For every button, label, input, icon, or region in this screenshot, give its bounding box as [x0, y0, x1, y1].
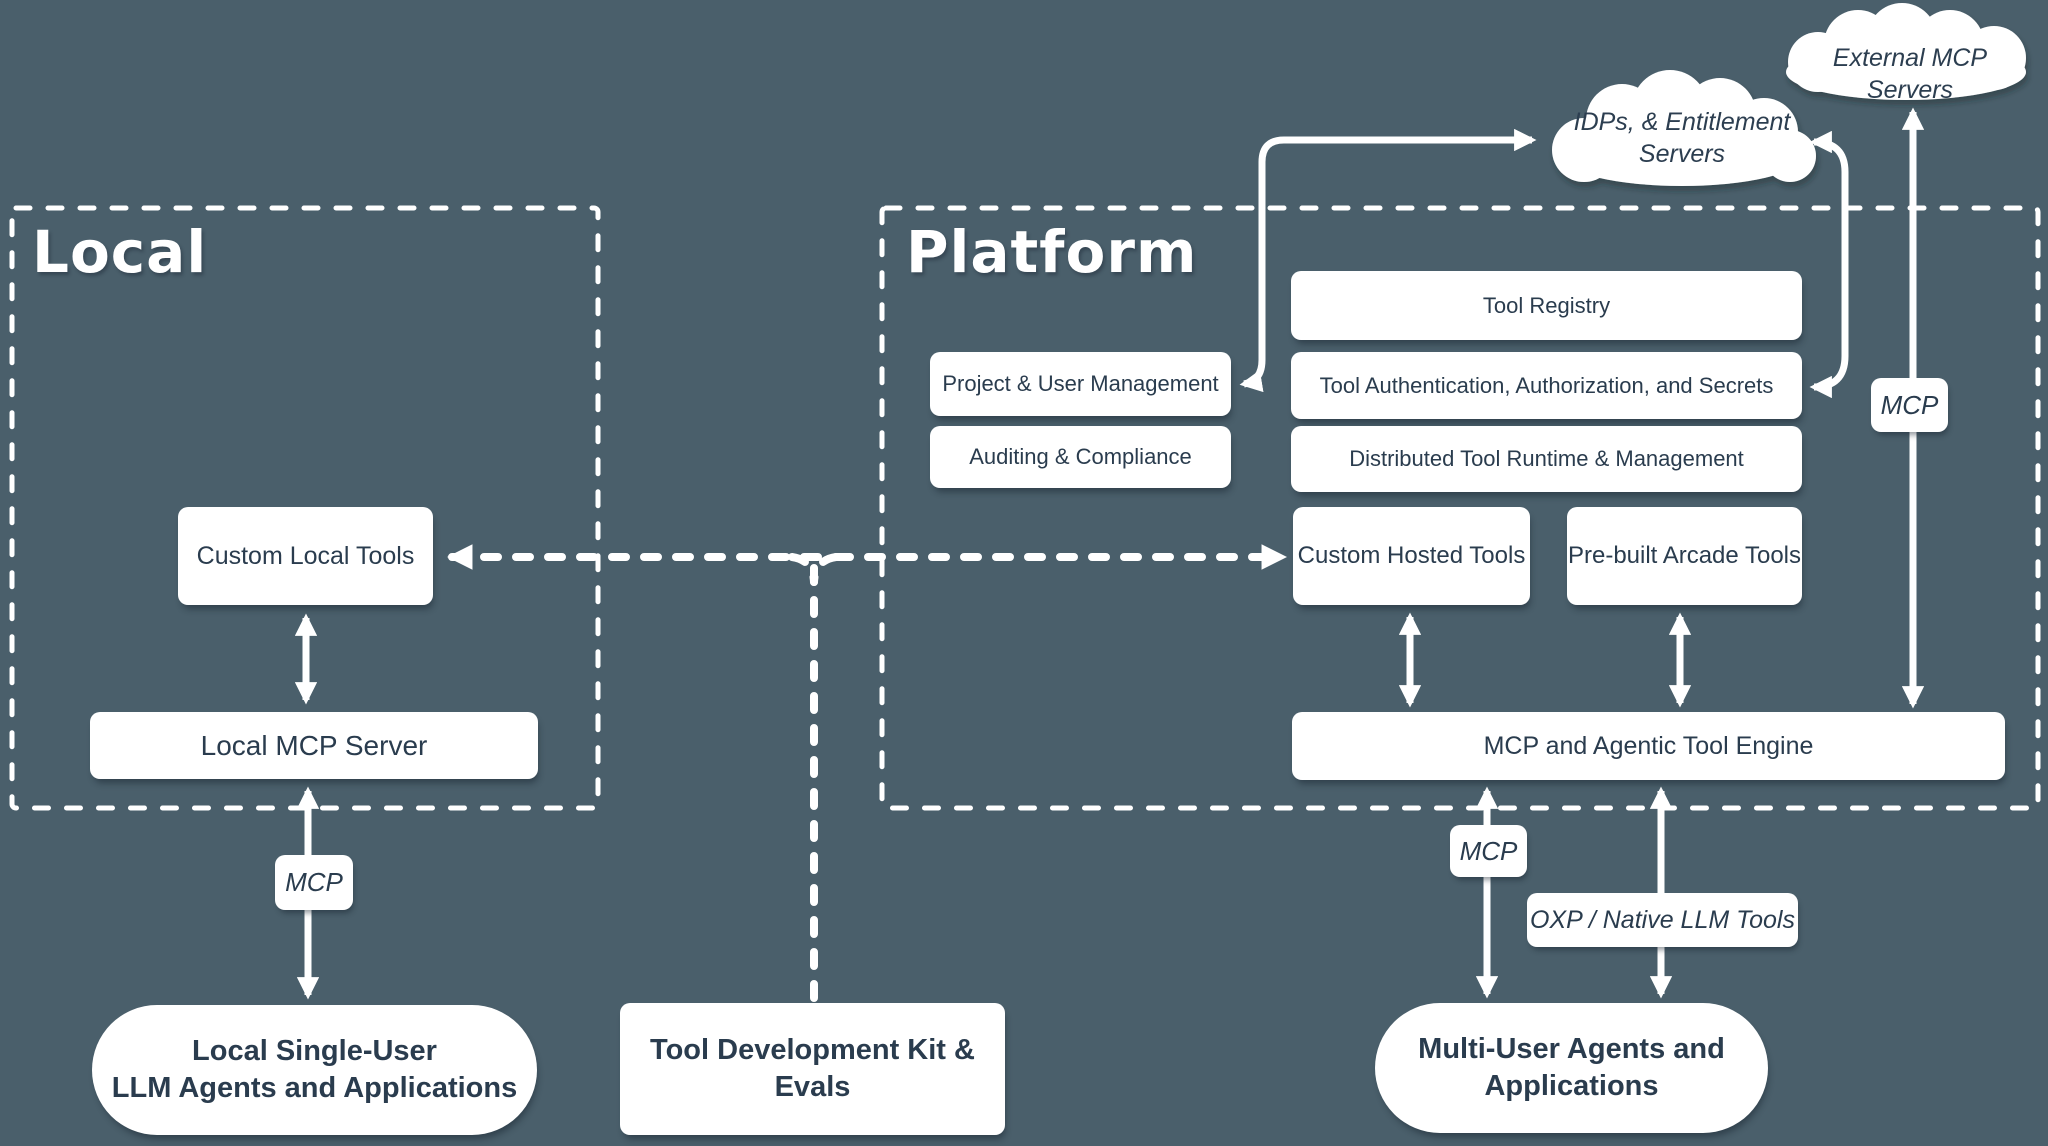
local-agents-line1: Local Single-User	[192, 1035, 437, 1067]
node-tool-registry: Tool Registry	[1291, 271, 1802, 340]
node-project-user-management: Project & User Management	[930, 352, 1231, 416]
node-tool-development-kit: Tool Development Kit & Evals	[620, 1003, 1005, 1135]
node-tool-auth: Tool Authentication, Authorization, and …	[1291, 352, 1802, 419]
node-local-mcp-server: Local MCP Server	[90, 712, 538, 779]
edge-label-mcp-external: MCP	[1871, 378, 1948, 432]
edge-label-oxp-native-llm-tools: OXP / Native LLM Tools	[1527, 893, 1798, 947]
local-section-title: Local	[32, 218, 208, 286]
node-distributed-runtime: Distributed Tool Runtime & Management	[1291, 426, 1802, 492]
platform-section-title: Platform	[906, 218, 1198, 286]
edge-label-mcp-platform: MCP	[1450, 825, 1527, 877]
external-mcp-cloud-label: External MCP Servers	[1832, 44, 1988, 104]
arrow-project-mgmt-to-idps	[1239, 128, 1537, 393]
node-prebuilt-arcade-tools: Pre-built Arcade Tools	[1567, 507, 1802, 605]
idps-cloud-label: IDPs, & Entitlement Servers	[1557, 106, 1807, 170]
multi-user-line1: Multi-User Agents and	[1418, 1033, 1725, 1065]
multi-user-line2: Applications	[1484, 1070, 1659, 1102]
idps-cloud-label-line1: IDPs, & Entitlement	[1573, 108, 1791, 136]
edge-label-mcp-local: MCP	[275, 855, 353, 910]
external-mcp-cloud	[1786, 3, 2026, 100]
arrow-idps-to-tool-auth	[1809, 130, 1849, 399]
node-auditing-compliance: Auditing & Compliance	[930, 426, 1231, 488]
local-agents-line2: LLM Agents and Applications	[111, 1072, 518, 1104]
idps-cloud-label-line2: Servers	[1638, 140, 1726, 168]
node-custom-hosted-tools: Custom Hosted Tools	[1293, 507, 1530, 605]
node-mcp-agentic-tool-engine: MCP and Agentic Tool Engine	[1292, 712, 2005, 780]
idps-cloud	[1552, 70, 1816, 186]
node-multi-user-agents: Multi-User Agents and Applications	[1375, 1003, 1768, 1133]
node-local-single-user-agents: Local Single-User LLM Agents and Applica…	[92, 1005, 537, 1135]
node-custom-local-tools: Custom Local Tools	[178, 507, 433, 605]
